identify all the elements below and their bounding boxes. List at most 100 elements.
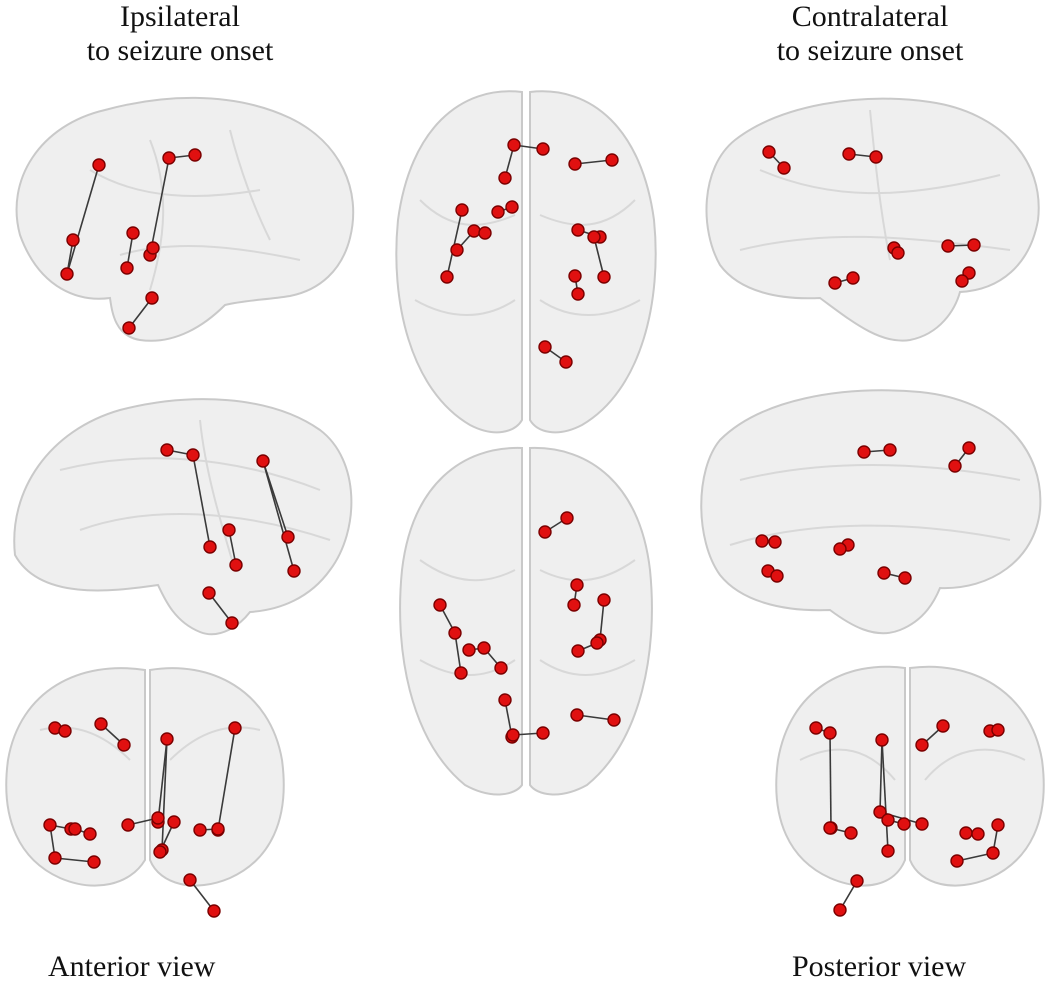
electrode-node (587, 230, 601, 244)
brain-outline (15, 96, 355, 342)
electrode-node (281, 530, 295, 544)
electrode-node (146, 241, 160, 255)
brain-left-hemisphere (775, 665, 906, 887)
electrode-node (559, 355, 573, 369)
electrode-node (571, 644, 585, 658)
electrode-node (462, 643, 476, 657)
electrode-node (955, 274, 969, 288)
panel-ipsi-lateral-mid (13, 398, 353, 636)
electrode-node (590, 636, 604, 650)
electrode-node (571, 223, 585, 237)
electrode-node (991, 818, 1005, 832)
electrode-node (505, 200, 519, 214)
electrode-node (986, 846, 1000, 860)
anterior-view-caption: Anterior view (48, 950, 216, 983)
electrode-node (467, 224, 481, 238)
electrode-node (967, 238, 981, 252)
panel-contra-lateral-mid (700, 389, 1042, 635)
brain-outline (13, 398, 353, 636)
panel-dorsal-top (395, 90, 657, 434)
electrode-node (228, 721, 242, 735)
electrode-node (203, 540, 217, 554)
electrode-node (941, 239, 955, 253)
contralateral-heading: Contralateral to seizure onset (690, 0, 1050, 68)
electrode-node (846, 271, 860, 285)
electrode-node (971, 827, 985, 841)
electrode-node (498, 693, 512, 707)
electrode-node (538, 340, 552, 354)
connection-edge (66, 164, 100, 275)
electrode-node (160, 443, 174, 457)
electrode-node (207, 904, 221, 918)
electrode-node (66, 233, 80, 247)
electrode-node (915, 738, 929, 752)
electrode-node (478, 226, 492, 240)
electrode-node (536, 726, 550, 740)
electrode-node (891, 246, 905, 260)
electrode-node (568, 269, 582, 283)
electrode-node (256, 454, 270, 468)
brain-outline (700, 389, 1042, 635)
connection-edge (192, 454, 211, 548)
electrode-node (777, 161, 791, 175)
electrode-node (202, 586, 216, 600)
electrode-node (881, 813, 895, 827)
connection-edge (149, 157, 170, 256)
electrode-node (768, 535, 782, 549)
electrode-node (842, 147, 856, 161)
electrode-node (597, 270, 611, 284)
brain-left-hemisphere (5, 667, 146, 887)
connection-edge (161, 738, 168, 851)
electrode-node (160, 732, 174, 746)
connection-edge (881, 739, 889, 852)
electrode-node (448, 626, 462, 640)
electrode-node (507, 138, 521, 152)
electrode-node (873, 805, 887, 819)
electrode-node (117, 738, 131, 752)
electrode-node (162, 151, 176, 165)
electrode-nodes (43, 138, 1005, 918)
electrode-node (153, 845, 167, 859)
electrode-node (850, 874, 864, 888)
electrode-node (962, 441, 976, 455)
electrode-node (494, 661, 508, 675)
electrode-node (433, 598, 447, 612)
electrode-node (568, 157, 582, 171)
electrode-node (571, 287, 585, 301)
electrode-node (68, 822, 82, 836)
electrode-node (183, 873, 197, 887)
connection-edge (217, 727, 236, 831)
electrode-node (498, 171, 512, 185)
electrode-node (87, 855, 101, 869)
electrode-node (94, 717, 108, 731)
electrode-node (506, 728, 520, 742)
electrode-node (948, 459, 962, 473)
electrode-node (869, 150, 883, 164)
electrode-node (991, 723, 1005, 737)
connection-edge (454, 632, 462, 674)
electrode-node (936, 719, 950, 733)
ipsilateral-heading-line2: to seizure onset (86, 34, 274, 67)
electrode-node (823, 821, 837, 835)
electrode-node (567, 598, 581, 612)
electrode-node (450, 243, 464, 257)
electrode-node (211, 822, 225, 836)
electrode-node (122, 321, 136, 335)
panel-dorsal-bottom (399, 446, 653, 796)
connection-edge (262, 460, 295, 572)
ipsilateral-heading: Ipsilateral to seizure onset (0, 0, 360, 68)
electrode-node (186, 448, 200, 462)
electrode-node (833, 903, 847, 917)
electrode-node (477, 641, 491, 655)
electrode-node (605, 153, 619, 167)
electrode-node (60, 267, 74, 281)
electrode-node (167, 815, 181, 829)
connection-edge (879, 739, 883, 813)
brain-right-hemisphere (529, 90, 657, 434)
electrode-node (222, 523, 236, 537)
electrode-node (597, 593, 611, 607)
electrode-node (454, 666, 468, 680)
brain-right-hemisphere (149, 667, 285, 887)
electrode-node (833, 542, 847, 556)
connection-edge (446, 209, 463, 278)
